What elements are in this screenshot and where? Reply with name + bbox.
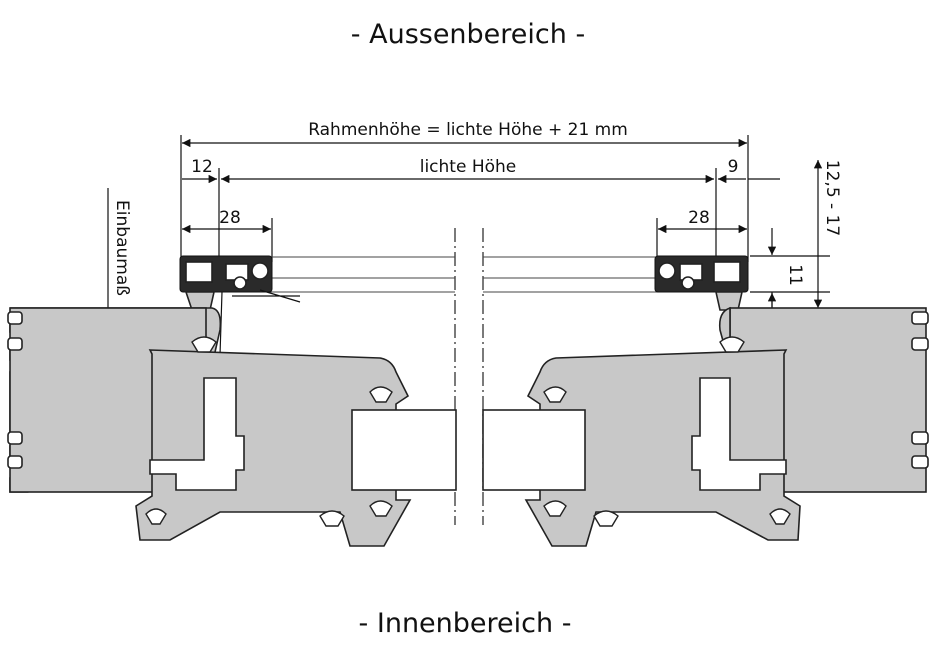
sash-right-glass-slot — [482, 409, 586, 491]
dim-frame-height: Rahmenhöhe = lichte Höhe + 21 mm — [308, 120, 628, 140]
frame-profile-left — [179, 255, 301, 356]
dim-profile-height: 11 — [785, 264, 805, 286]
sash-left-gaskets — [145, 336, 393, 527]
dim-right-width: 28 — [688, 208, 710, 228]
dim-installation: Einbaumaß — [112, 200, 132, 296]
heading-inside: - Innenbereich - — [359, 608, 572, 639]
sash-right-gaskets — [543, 336, 791, 527]
dim-left-width: 28 — [219, 208, 241, 228]
dim-range: 12,5 - 17 — [822, 160, 842, 236]
sash-right-cavity — [691, 377, 787, 491]
frame-profile-right — [654, 255, 749, 311]
dim-clear-height: lichte Höhe — [420, 157, 517, 177]
screen-lines — [268, 256, 660, 293]
dim-right-offset: 9 — [728, 157, 739, 177]
heading-outside: - Aussenbereich - — [351, 19, 585, 50]
sash-left-glass-slot — [351, 409, 457, 491]
sash-profile-right — [524, 349, 801, 547]
sash-left-cavity — [149, 377, 245, 491]
wall-profile-left-notches — [7, 311, 23, 469]
dim-left-offset: 12 — [191, 157, 213, 177]
wall-profile-right-notches — [911, 311, 929, 469]
break-lines — [454, 228, 484, 525]
